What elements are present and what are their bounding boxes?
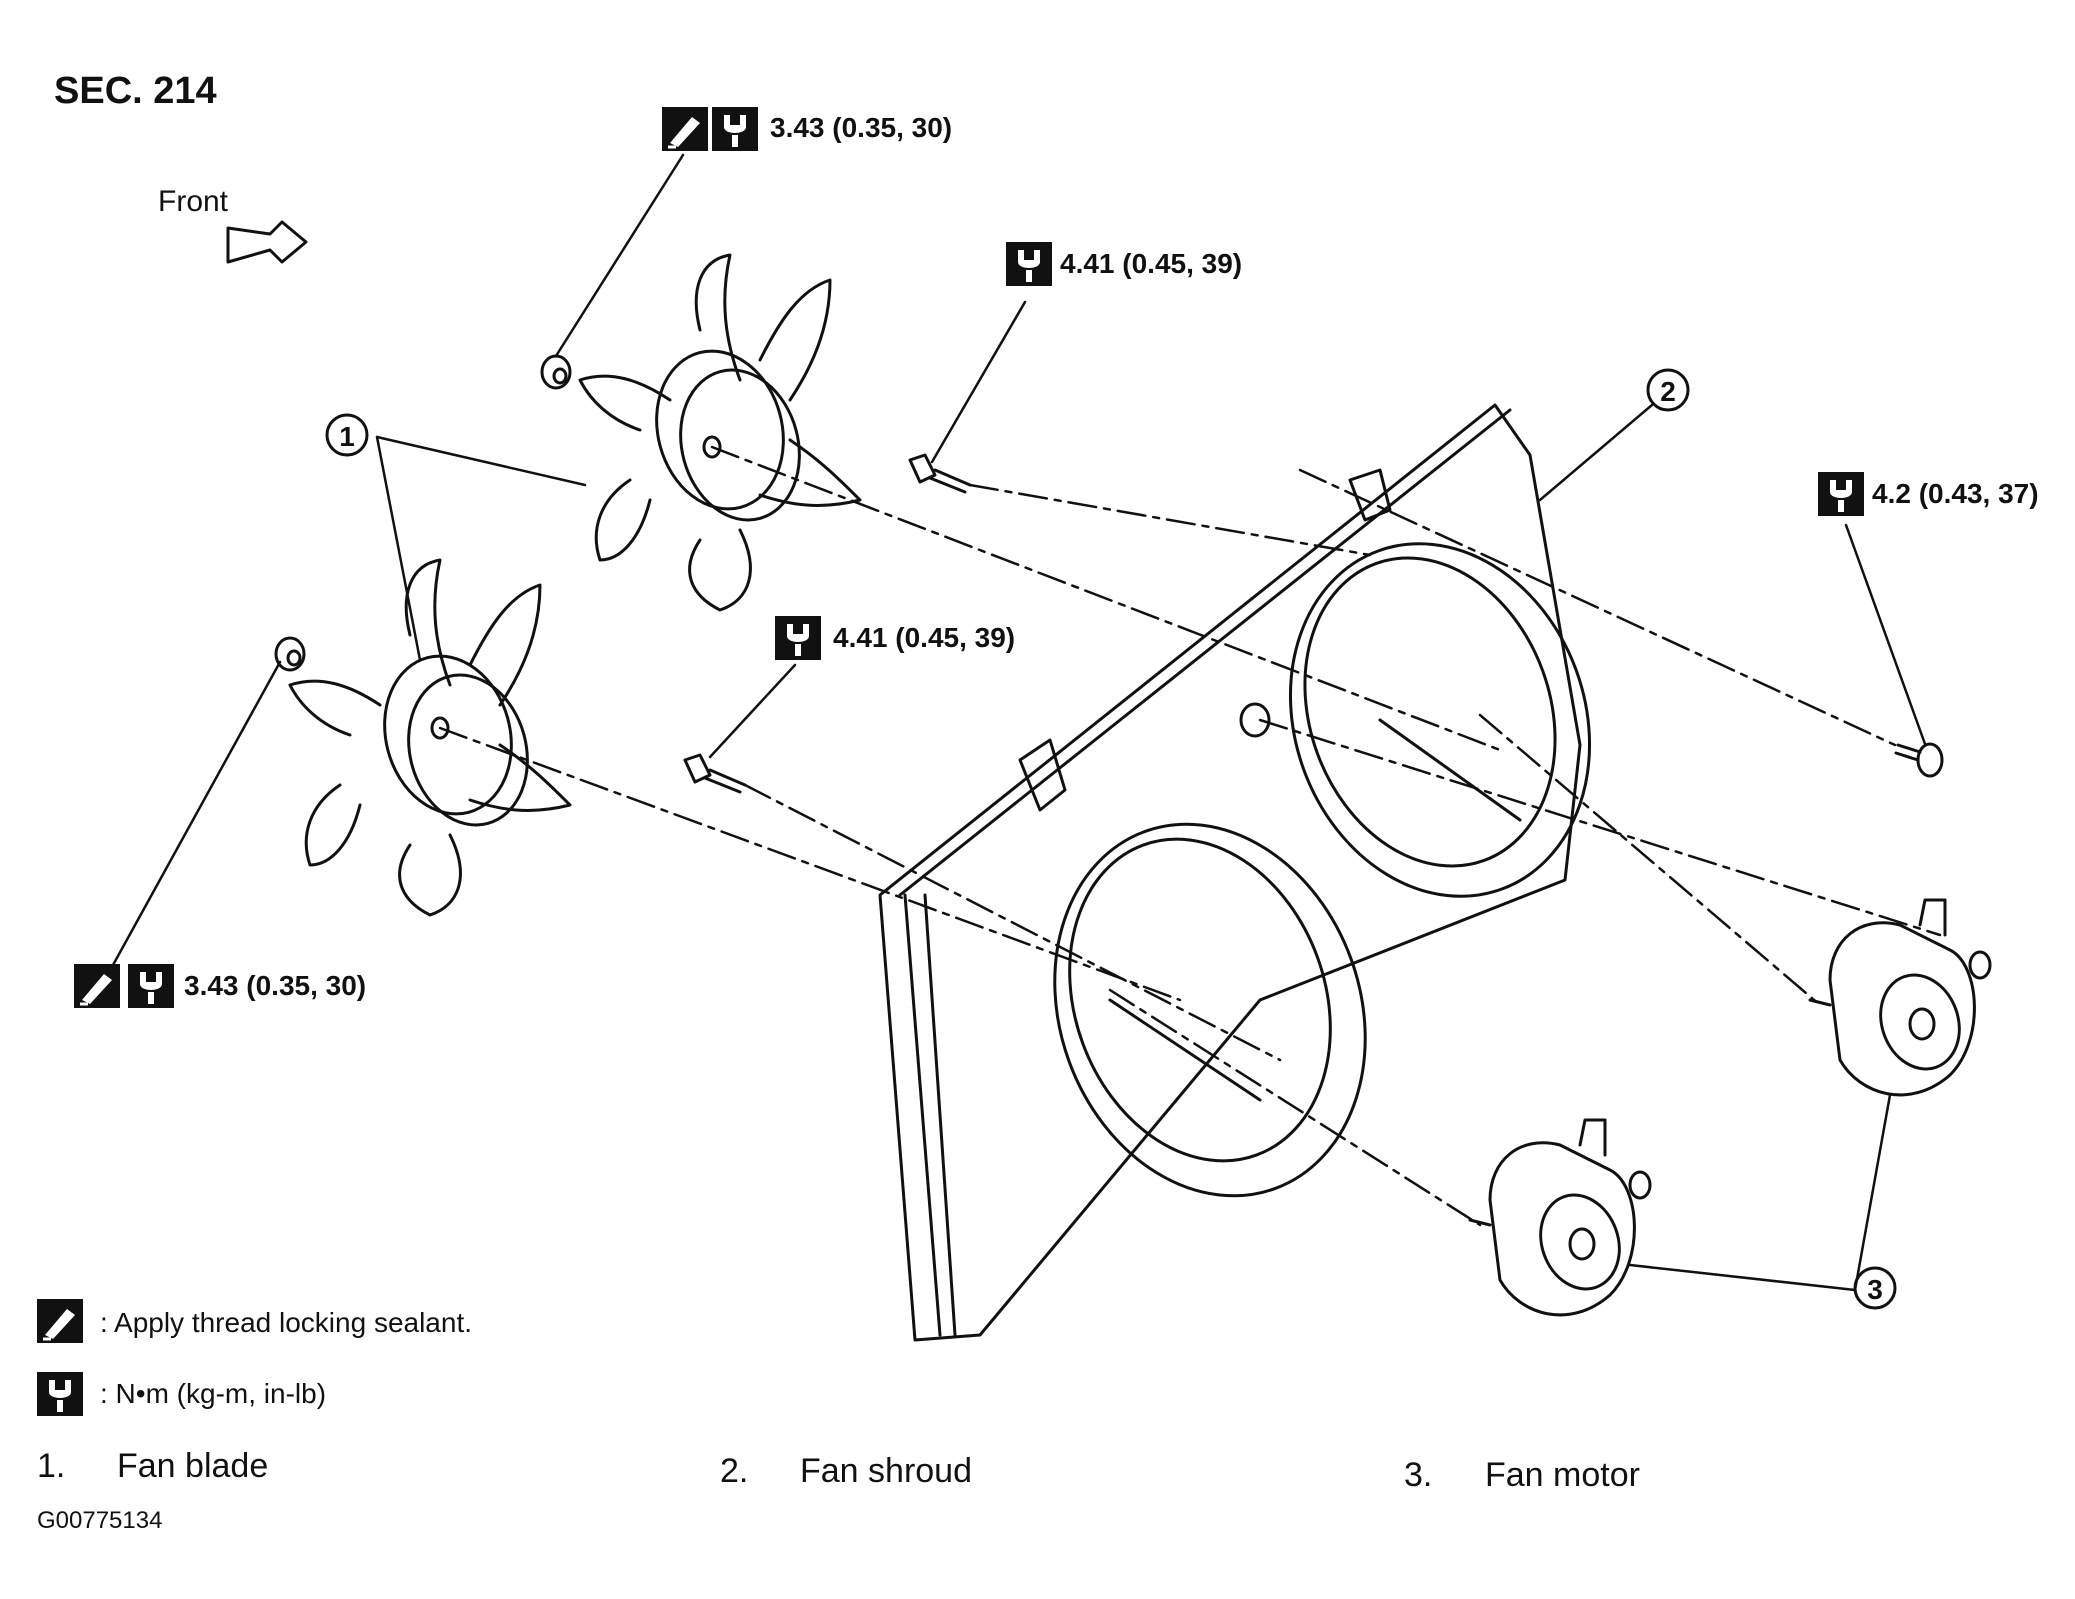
torque-value-3: 4.2 (0.43, 37) — [1872, 478, 2039, 509]
legend-torque-text: : N•m (kg-m, in-lb) — [100, 1378, 327, 1409]
part-3-name: Fan motor — [1485, 1456, 1640, 1494]
callout-3: 3 — [1853, 1266, 1897, 1310]
fan-motor-upper — [1808, 898, 1992, 1097]
part-2-name: Fan shroud — [800, 1452, 972, 1490]
torque-value-1: 3.43 (0.35, 30) — [770, 112, 953, 143]
callout-3-text: 3 — [1867, 1274, 1883, 1305]
fan-motor-lower — [1468, 1118, 1652, 1317]
callout-2: 2 — [1646, 368, 1690, 412]
torque-value-5: 3.43 (0.35, 30) — [184, 970, 367, 1001]
fan-shroud — [878, 403, 1592, 1342]
part-3-number: 3. — [1404, 1456, 1433, 1494]
assembly-center-lines — [438, 445, 1942, 1227]
torque-wrench-icon — [37, 1372, 83, 1416]
bolt-right — [1894, 742, 1944, 778]
torque-wrench-icon — [712, 107, 758, 151]
torque-wrench-icon — [1818, 472, 1864, 516]
front-label: Front — [158, 185, 229, 218]
part-1-number: 1. — [37, 1447, 66, 1485]
sealant-icon — [37, 1299, 83, 1343]
sealant-icon — [74, 964, 120, 1008]
part-2-number: 2. — [720, 1452, 749, 1490]
fan-blade-upper — [540, 253, 862, 612]
sealant-icon — [662, 107, 708, 151]
leader-lines — [100, 153, 1927, 1292]
torque-value-4: 4.41 (0.45, 39) — [833, 622, 1016, 653]
figure-code: G00775134 — [37, 1507, 163, 1534]
legend-sealant-text: : Apply thread locking sealant. — [100, 1307, 473, 1338]
part-1-name: Fan blade — [117, 1447, 269, 1485]
callout-1-text: 1 — [339, 421, 355, 452]
fan-blade-lower — [274, 558, 572, 917]
torque-wrench-icon — [775, 616, 821, 660]
section-title: SEC. 214 — [54, 70, 217, 112]
bolt-upper — [908, 453, 972, 494]
callout-2-text: 2 — [1660, 376, 1676, 407]
callout-1: 1 — [325, 413, 369, 457]
bolt-lower — [683, 753, 747, 794]
front-arrow-icon — [226, 220, 308, 264]
torque-wrench-icon — [128, 964, 174, 1008]
torque-wrench-icon — [1006, 242, 1052, 286]
torque-value-2: 4.41 (0.45, 39) — [1060, 248, 1243, 279]
